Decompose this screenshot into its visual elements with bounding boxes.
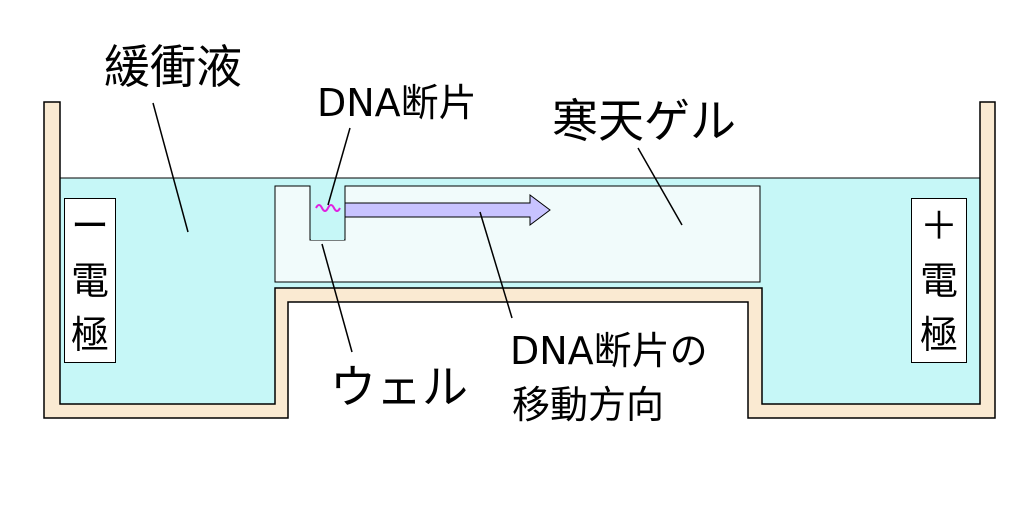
negative-sign: ー [70, 204, 109, 248]
positive-electrode: ＋ 電 極 [911, 198, 967, 363]
electrode-char-1: 電 [70, 258, 109, 303]
dna-squiggle [315, 204, 341, 212]
leader-dna [327, 127, 351, 206]
well [311, 187, 344, 240]
agarose-gel [274, 185, 761, 283]
electrode-char-2: 極 [919, 313, 958, 357]
electrode-char-2: 極 [70, 313, 109, 357]
well-label: ウェル [330, 360, 468, 414]
direction-label-line1: DNA断片の [510, 329, 708, 373]
dna-fragment-label: DNA断片 [317, 81, 477, 125]
leader-direction [479, 211, 513, 319]
migration-arrow [344, 194, 551, 226]
tank-wall [43, 101, 996, 419]
direction-label-line2: 移動方向 [512, 383, 665, 427]
leader-buffer [152, 102, 189, 233]
negative-electrode: ー 電 極 [64, 198, 116, 363]
leader-gel [637, 147, 683, 226]
leader-well [321, 243, 353, 353]
buffer-label: 緩衝液 [104, 40, 242, 94]
agarose-gel-label: 寒天ゲル [552, 94, 736, 148]
electrode-char-1: 電 [919, 258, 958, 303]
positive-sign: ＋ [919, 204, 958, 248]
